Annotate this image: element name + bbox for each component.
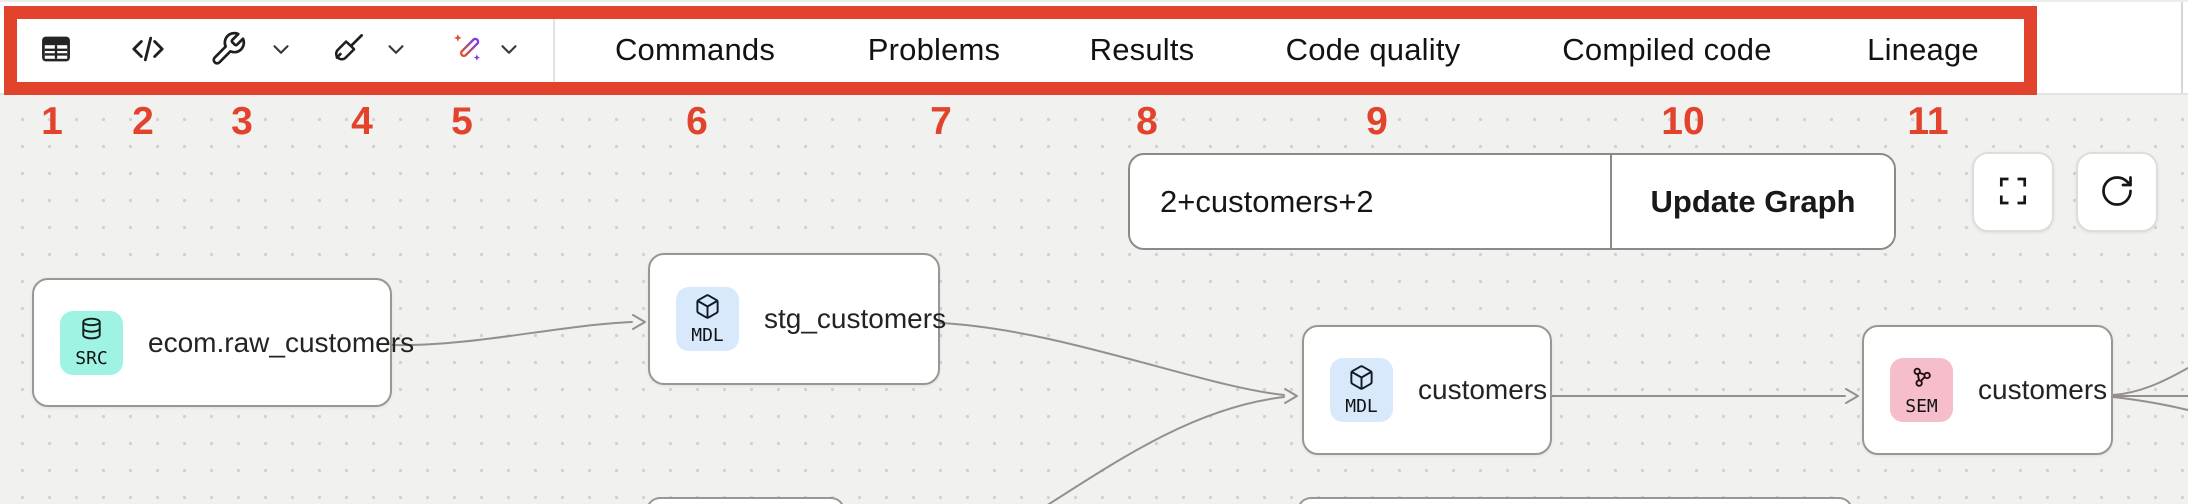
wrench-dropdown-chevron[interactable]: [266, 24, 296, 74]
wrench-button[interactable]: [204, 24, 252, 74]
update-graph-button[interactable]: Update Graph: [1612, 155, 1894, 248]
cube-icon: [694, 293, 721, 325]
code-icon: [128, 29, 168, 69]
tab-compiled-code[interactable]: Compiled code: [1562, 32, 1772, 67]
share-icon: [1908, 364, 1935, 396]
sweep-button[interactable]: [324, 24, 372, 74]
node-label: ecom.raw_customers: [148, 326, 415, 358]
node-badge-mdl: MDL: [1330, 358, 1393, 422]
magic-button[interactable]: [444, 24, 492, 74]
node-partial-bottom-left[interactable]: [646, 497, 845, 504]
node-partial-bottom-right[interactable]: [1297, 497, 1853, 504]
node-label: stg_customers: [764, 303, 947, 334]
refresh-button[interactable]: [2076, 152, 2158, 232]
refresh-icon: [2099, 173, 2135, 212]
fullscreen-button[interactable]: [1972, 152, 2054, 232]
magic-dropdown-chevron[interactable]: [494, 24, 524, 74]
cube-icon: [1348, 364, 1375, 396]
chevron-down-icon: [383, 36, 409, 62]
pane-divider: [2181, 2, 2183, 93]
wrench-icon: [209, 30, 247, 68]
node-label: customers: [1978, 374, 2108, 405]
fullscreen-icon: [1995, 173, 2031, 212]
filter-divider: [1610, 155, 1612, 248]
tab-results[interactable]: Results: [1089, 32, 1195, 67]
table-button[interactable]: [32, 24, 80, 74]
node-customers-mdl[interactable]: MDL customers: [1302, 325, 1552, 455]
tab-code-quality[interactable]: Code quality: [1285, 32, 1461, 67]
wand-icon: [449, 30, 487, 68]
tab-commands[interactable]: Commands: [614, 32, 776, 67]
node-badge-label: MDL: [691, 324, 724, 346]
node-customers-sem[interactable]: SEM customers: [1862, 325, 2113, 455]
node-badge-label: MDL: [1345, 395, 1378, 417]
graph-filter-input[interactable]: [1130, 155, 1610, 248]
node-badge-label: SRC: [75, 348, 108, 369]
chevron-down-icon: [496, 36, 522, 62]
node-badge-sem: SEM: [1890, 358, 1953, 422]
tab-lineage[interactable]: Lineage: [1867, 32, 1979, 67]
broom-icon: [329, 30, 367, 68]
database-icon: [78, 316, 105, 348]
sweep-dropdown-chevron[interactable]: [381, 24, 411, 74]
node-badge-label: SEM: [1905, 395, 1938, 417]
node-ecom-raw-customers[interactable]: SRC ecom.raw_customers: [32, 278, 414, 407]
tab-problems[interactable]: Problems: [867, 32, 1001, 67]
node-stg-customers[interactable]: MDL stg_customers: [648, 253, 946, 385]
node-label: customers: [1418, 374, 1548, 405]
graph-filter-group: Update Graph: [1128, 153, 1896, 250]
table-icon: [37, 30, 75, 68]
chevron-down-icon: [268, 36, 294, 62]
node-badge-src: SRC: [60, 310, 123, 375]
toolbar-divider: [553, 8, 555, 91]
code-button[interactable]: [124, 24, 172, 74]
toolbar: Commands Problems Results Code quality C…: [0, 0, 2188, 95]
node-badge-mdl: MDL: [676, 287, 739, 351]
